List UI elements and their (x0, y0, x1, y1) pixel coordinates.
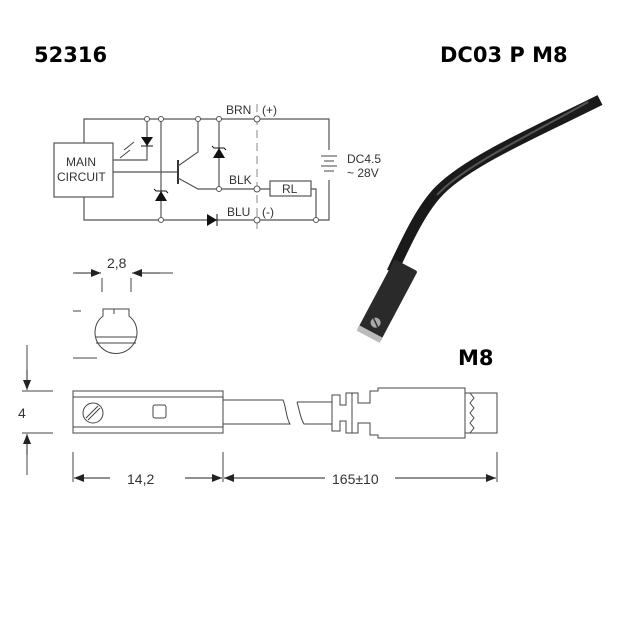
supply-voltage-2: ~ 28V (347, 166, 379, 180)
load-resistor (269, 180, 312, 197)
blk-label: BLK (229, 173, 252, 187)
connector-label: M8 (458, 346, 494, 370)
wiring-schematic: MAIN CIRCUIT RL BRN (+) BLK BLU (-) (53, 103, 381, 233)
zener-diode-icon (213, 148, 225, 158)
blu-polarity: (-) (262, 205, 274, 219)
brn-polarity: (+) (262, 103, 277, 117)
end-view: 2,8 (73, 255, 173, 359)
brn-label: BRN (226, 103, 251, 117)
supply-voltage-1: DC4.5 (347, 152, 381, 166)
side-view: 4 14,2 165±10 (18, 345, 498, 487)
height-dimension: 4 (18, 405, 26, 421)
cable-length-dimension: 165±10 (332, 471, 379, 487)
width-dimension: 2,8 (107, 255, 127, 271)
diode-icon (207, 214, 217, 226)
part-number: 52316 (34, 43, 107, 67)
screw-icon (82, 402, 104, 424)
model-name: DC03 P M8 (440, 43, 568, 67)
sensor-body (72, 390, 224, 434)
led-icon (141, 137, 153, 146)
zener-diode-icon (155, 191, 167, 201)
blu-label: BLU (227, 205, 250, 219)
main-circuit-label-1: MAIN (66, 155, 96, 169)
load-label: RL (282, 182, 298, 196)
main-circuit-label-2: CIRCUIT (57, 170, 106, 184)
battery-icon (321, 155, 337, 172)
sensor-photo (356, 95, 603, 343)
body-length-dimension: 14,2 (127, 471, 154, 487)
